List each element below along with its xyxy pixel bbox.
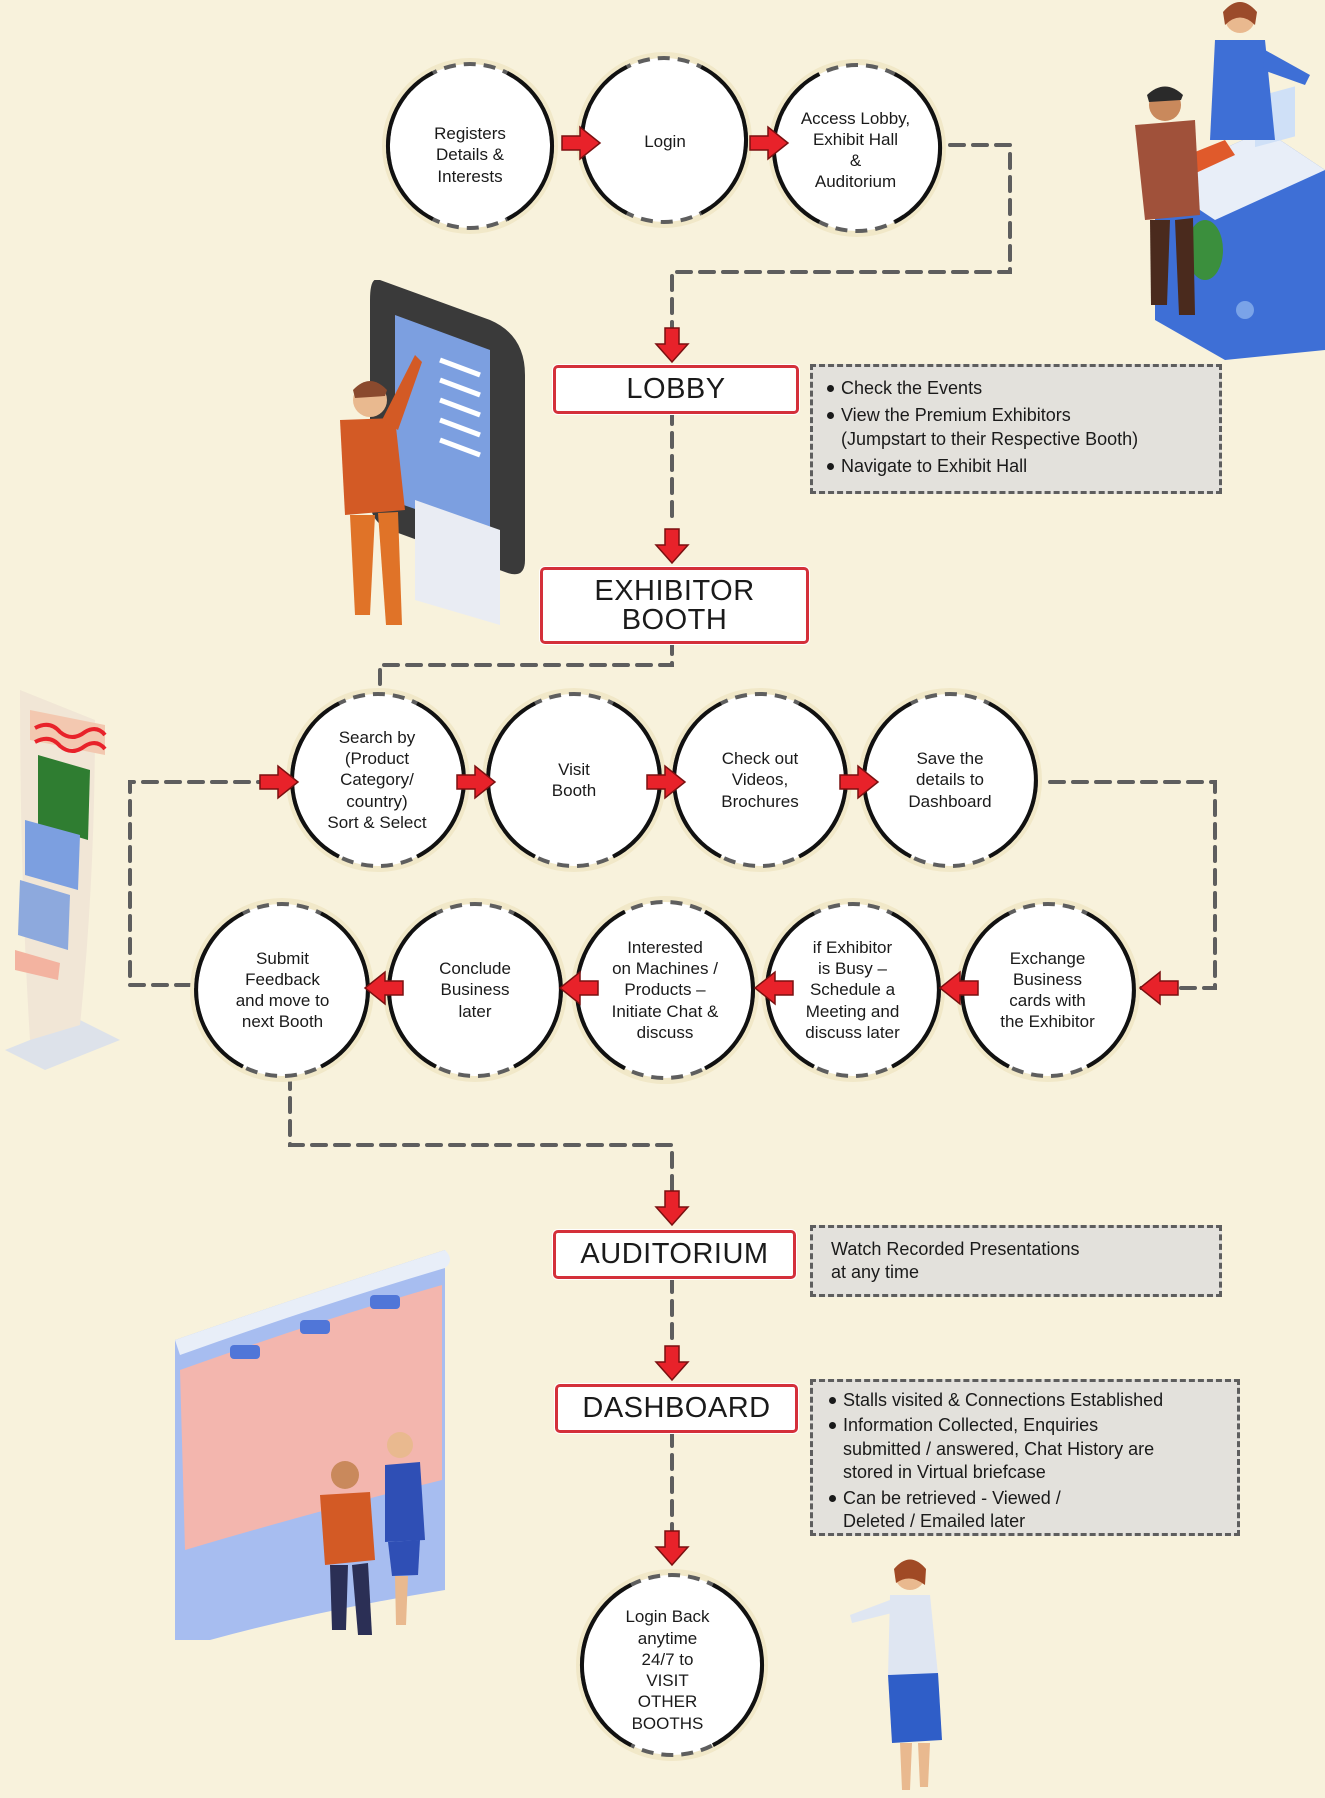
node-arc-left <box>194 911 244 1069</box>
node-arc-right <box>700 65 749 215</box>
node-conclude-business: Conclude Business later <box>439 959 511 1021</box>
flow-arrow-left <box>1138 970 1179 1006</box>
stage-exhibitor-booth: EXHIBITOR BOOTH <box>540 567 809 644</box>
node-arc-right <box>891 911 941 1069</box>
flow-arrow-down <box>654 1345 690 1382</box>
node-arc-right <box>711 1583 765 1747</box>
lobby-note-item: Navigate to Exhibit Hall <box>827 455 1205 478</box>
node-arc-right <box>704 909 755 1071</box>
dashed-connector <box>128 780 297 987</box>
dashed-connector <box>670 143 1012 332</box>
dashed-connector <box>288 1073 674 1192</box>
flow-arrow-right <box>561 125 602 161</box>
lobby-notes: Check the Events View the Premium Exhibi… <box>810 364 1222 494</box>
node-arc-right <box>988 701 1038 859</box>
node-search: Search by (Product Category/ country) So… <box>327 727 427 832</box>
node-initiate-chat: Interested on Machines / Products – Init… <box>611 937 719 1042</box>
flow-arrow-down <box>654 528 690 565</box>
node-save-dashboard: Save the details to Dashboard <box>908 749 992 811</box>
auditorium-note: Watch Recorded Presentations at any time <box>810 1225 1222 1297</box>
node-exchange-cards: Exchange Business cards with the Exhibit… <box>1000 948 1095 1032</box>
node-arc-right <box>513 911 563 1069</box>
lobby-note-item: View the Premium Exhibitors (Jumpstart t… <box>827 404 1205 451</box>
flow-arrow-down <box>654 1190 690 1227</box>
node-arc-right <box>506 71 555 221</box>
reception-desk-illustration <box>1135 2 1325 360</box>
stage-dashboard: DASHBOARD <box>555 1384 798 1433</box>
node-arc-right <box>1086 911 1136 1069</box>
node-login: Login <box>644 132 686 152</box>
flow-arrow-down <box>654 1530 690 1567</box>
dashed-connector <box>378 638 674 692</box>
flow-arrow-right <box>646 764 687 800</box>
node-arc-right <box>893 72 943 224</box>
node-visit-booth: Visit Booth <box>551 759 597 800</box>
stage-lobby: LOBBY <box>553 365 799 414</box>
flow-arrow-left <box>363 970 404 1006</box>
node-schedule-meeting: if Exhibitor is Busy – Schedule a Meetin… <box>805 937 900 1042</box>
node-submit-feedback: Submit Feedback and move to next Booth <box>235 948 330 1032</box>
flow-arrow-left <box>753 970 794 1006</box>
dashed-connector <box>1048 780 1217 990</box>
node-login-back: Login Back anytime 24/7 to VISIT OTHER B… <box>625 1607 710 1733</box>
dashboard-note-item: Information Collected, Enquiries submitt… <box>829 1414 1221 1484</box>
dashboard-note-item: Can be retrieved - Viewed / Deleted / Em… <box>829 1487 1221 1534</box>
node-arc-left <box>579 1583 633 1747</box>
exhibit-wall-illustration <box>175 1250 450 1640</box>
dashboard-note-item: Stalls visited & Connections Established <box>829 1389 1221 1412</box>
lobby-note-item: Check the Events <box>827 377 1205 400</box>
flow-arrow-right <box>749 125 790 161</box>
flow-arrow-down <box>654 327 690 364</box>
touchscreen-kiosk-illustration <box>340 280 525 625</box>
node-access-lobby: Access Lobby, Exhibit Hall & Auditorium <box>800 108 911 192</box>
flow-arrow-right <box>259 764 300 800</box>
host-woman-illustration <box>850 1559 942 1790</box>
brochure-stand-illustration <box>5 690 120 1070</box>
node-register: Registers Details & Interests <box>434 124 506 186</box>
stage-auditorium: AUDITORIUM <box>553 1230 796 1279</box>
flow-arrow-right <box>456 764 497 800</box>
node-videos-brochures: Check out Videos, Brochures <box>721 749 799 811</box>
dashboard-notes: Stalls visited & Connections Established… <box>810 1379 1240 1536</box>
flow-arrow-left <box>558 970 599 1006</box>
flow-arrow-right <box>839 764 880 800</box>
flow-arrow-left <box>938 970 979 1006</box>
node-arc-left <box>385 71 434 221</box>
